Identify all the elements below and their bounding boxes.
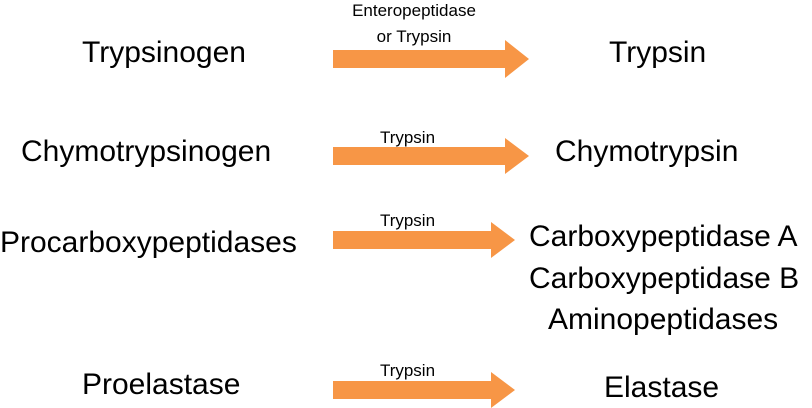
enzyme-label-row-2: Trypsin — [379, 128, 436, 147]
product-trypsin: Trypsin — [609, 36, 707, 69]
product-aminopeptidases: Aminopeptidases — [548, 303, 779, 336]
arrow-row-1 — [333, 40, 529, 78]
zymogen-proelastase: Proelastase — [82, 368, 241, 401]
zymogen-procarboxypeptidases: Procarboxypeptidases — [0, 226, 297, 259]
product-elastase: Elastase — [604, 371, 720, 404]
product-chymotrypsin: Chymotrypsin — [555, 135, 739, 168]
arrow-row-2 — [333, 138, 529, 174]
zymogen-chymotrypsinogen: Chymotrypsinogen — [21, 135, 272, 168]
product-carboxypeptidase-a: Carboxypeptidase A — [529, 220, 798, 253]
enzyme-label-row-4: Trypsin — [379, 361, 436, 380]
enzyme-label-row-3: Trypsin — [379, 211, 436, 230]
enzyme-label-row-1-line-2: or Trypsin — [376, 27, 452, 46]
product-carboxypeptidase-b: Carboxypeptidase B — [529, 262, 800, 295]
arrow-row-4 — [333, 372, 515, 408]
enzyme-label-row-1-line-1: Enteropeptidase — [352, 1, 476, 20]
zymogen-trypsinogen: Trypsinogen — [82, 36, 246, 69]
arrow-row-3 — [333, 222, 515, 258]
